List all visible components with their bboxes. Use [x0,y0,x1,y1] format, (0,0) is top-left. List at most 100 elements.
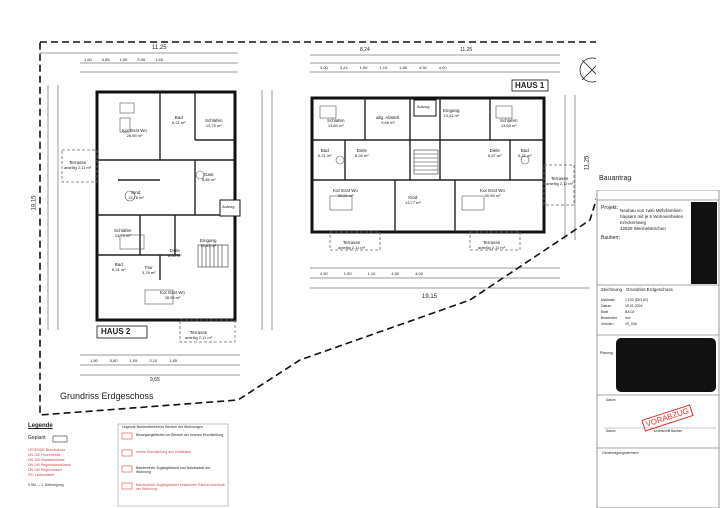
dim-left-side: 19,15 [31,195,38,211]
room-name: Terrasse [189,330,208,335]
room-area: 13,60 m² [500,123,517,128]
projekt-lines: Neubau von zwei Mehrfamilien- häusern mi… [620,208,684,231]
room-area: anteilig 2,11 m² [338,245,366,250]
room-area: 14,41 m² [443,113,460,118]
room-area: 13,77 m² [405,200,421,205]
aufzug-label-h2: Aufzug [222,204,235,209]
room-name: Terrasse [482,240,501,245]
legend-title: Legende [28,423,53,429]
room-area: anteilig 2,11 m² [546,181,574,186]
haus-2-label: HAUS 2 [101,327,131,336]
floor-plan [39,41,596,507]
center-legend-list: Bewegungsflächen im Bereich der inneren … [136,433,225,491]
dim-top-left: 11,25 [152,45,167,51]
room-name: Bad [174,115,183,120]
sign-bauherr: Unterschrift Bauherr [654,429,683,433]
room-area: 13,78 m² [128,195,144,200]
grundriss-title: Grundriss Erdgeschoss [60,391,154,401]
room-area: 13,76 m² [114,233,131,238]
haus-1-label: HAUS 1 [515,81,545,90]
room-name: Diele [489,148,500,153]
room-name: Kind [408,195,418,200]
room-name: Kind [131,190,141,195]
bauantrag-label: Bauantrag [599,175,632,182]
room-name: Schlafen [114,228,132,233]
center-legend-header: Legende Barrierefreiheit im Bereich der … [122,425,203,429]
zeichnung-label: Zeichnung [601,287,623,292]
room-name: Diele [356,148,367,153]
room-name: Terrasse [342,240,361,245]
room-name: Bad [520,148,529,153]
genehmigung-label: Genehmigungsvermerk [602,451,639,455]
room-area: 6,21 m² [172,120,186,125]
north-arrow [579,57,596,83]
room-name: Kor Esst Wo [160,290,185,295]
room-area: 28,95 m² [164,295,181,300]
zeichnung-value: Grundriss Erdgeschoss [626,287,673,292]
room-area: 9,66 m² [381,120,395,125]
room-area: anteilig 2,11 m² [478,245,506,250]
dim-bottom-left: 9,65 [150,377,160,383]
room-name: Terrasse [68,160,87,165]
legend-note: 5.5M — 1. Befestigung [28,483,64,487]
room-area: 8,26 m² [168,253,182,258]
room-name: Schlafen [327,118,345,123]
room-area: 6,21 m² [112,267,126,272]
room-name: allg. Abstell. [376,115,401,120]
dim-bottom-right: 19,15 [422,294,438,300]
room-name: Eingang [443,108,460,113]
room-area: 13,75 m² [205,123,222,128]
projekt-label: Projekt: [601,205,618,211]
room-name: Bad [320,148,329,153]
bauherr-label: Bauherr: [601,235,621,241]
sign-date-top: Datum [606,398,616,402]
room-area: 30,98 m² [337,193,354,198]
room-name: Flur [144,265,153,270]
room-name: Kor Esst Wo [480,188,505,193]
room-area: 6,21 m² [518,153,532,158]
dim-top-right-a: 8,24 [360,47,370,53]
room-name: Eingang [200,238,217,243]
legend-list: LEGENDE Brandschutz DN 100 Feuermelder D… [28,448,71,477]
room-area: 30,98 m² [484,193,501,198]
room-name: Terrasse [550,176,569,181]
room-area: anteilig 2,11 m² [185,335,213,340]
room-area: 8,87 m² [488,153,502,158]
sign-date: Datum [606,429,616,433]
room-area: 8,26 m² [355,153,369,158]
room-area: anteilig 2,11 m² [64,165,92,170]
room-name: Kor Esst Wo [333,188,358,193]
room-name: Schlafen [500,118,518,123]
room-area: 13,60 m² [327,123,344,128]
aufzug-label-h1: Aufzug [417,104,430,109]
room-h1-abstell: allg. Abstell.9,66 m² [376,115,400,125]
room-area: 28,95 m² [126,133,143,138]
dim-right-side: 11,25 [584,155,591,171]
